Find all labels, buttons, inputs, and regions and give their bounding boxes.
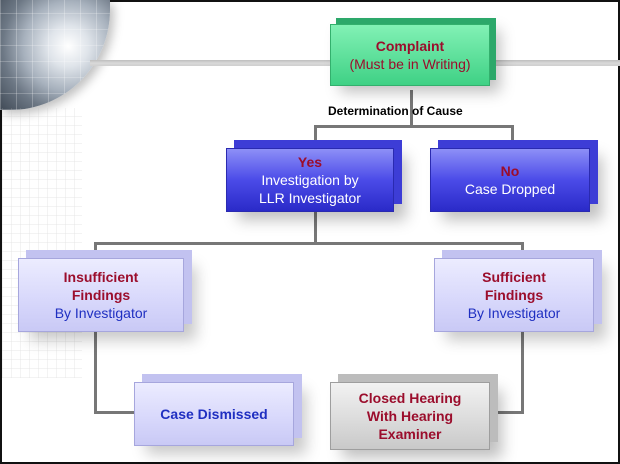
- determination-of-cause-label: Determination of Cause: [328, 104, 463, 118]
- connector-yes-to-findings: [314, 210, 317, 244]
- insufficient-title-line2: Findings: [71, 287, 131, 303]
- yes-line2: LLR Investigator: [259, 190, 361, 206]
- case-dismissed-box: Case Dismissed: [134, 382, 294, 446]
- globe-graphic: [0, 0, 110, 110]
- sufficient-findings-box: Sufficient Findings By Investigator: [434, 258, 594, 332]
- yes-title: Yes: [297, 154, 323, 170]
- yes-line1: Investigation by: [261, 172, 359, 188]
- connector-no-down: [511, 125, 514, 148]
- complaint-title: Complaint: [375, 38, 445, 54]
- insufficient-title-line1: Insufficient: [63, 269, 139, 285]
- connector-sufficient-down: [521, 242, 524, 258]
- sufficient-title-line1: Sufficient: [482, 269, 546, 285]
- no-subtitle: Case Dropped: [464, 181, 556, 197]
- connector-yes-no-horizontal: [314, 125, 514, 128]
- connector-complaint-down: [410, 90, 413, 128]
- insufficient-subtitle: By Investigator: [54, 305, 148, 321]
- case-dismissed-title: Case Dismissed: [160, 406, 268, 422]
- closed-hearing-box: Closed Hearing With Hearing Examiner: [330, 382, 490, 450]
- no-title: No: [500, 163, 520, 179]
- sufficient-subtitle: By Investigator: [467, 305, 561, 321]
- connector-sufficient-to-hearing-vertical: [521, 330, 524, 414]
- connector-insufficient-down: [94, 242, 97, 258]
- connector-sufficient-to-hearing-horizontal: [495, 411, 524, 414]
- connector-yes-down: [314, 125, 317, 148]
- insufficient-findings-box: Insufficient Findings By Investigator: [18, 258, 184, 332]
- background-grid: [2, 108, 82, 378]
- yes-box: Yes Investigation by LLR Investigator: [226, 148, 394, 212]
- hearing-line1: Closed Hearing: [358, 390, 462, 406]
- hearing-line2: With Hearing: [366, 408, 454, 424]
- complaint-box: Complaint (Must be in Writing): [330, 24, 490, 86]
- connector-findings-horizontal: [94, 242, 524, 245]
- connector-insufficient-to-dismissed-vertical: [94, 330, 97, 414]
- sufficient-title-line2: Findings: [484, 287, 544, 303]
- complaint-subtitle: (Must be in Writing): [349, 56, 471, 72]
- connector-insufficient-to-dismissed-horizontal: [94, 411, 134, 414]
- hearing-line3: Examiner: [378, 426, 442, 442]
- no-box: No Case Dropped: [430, 148, 590, 212]
